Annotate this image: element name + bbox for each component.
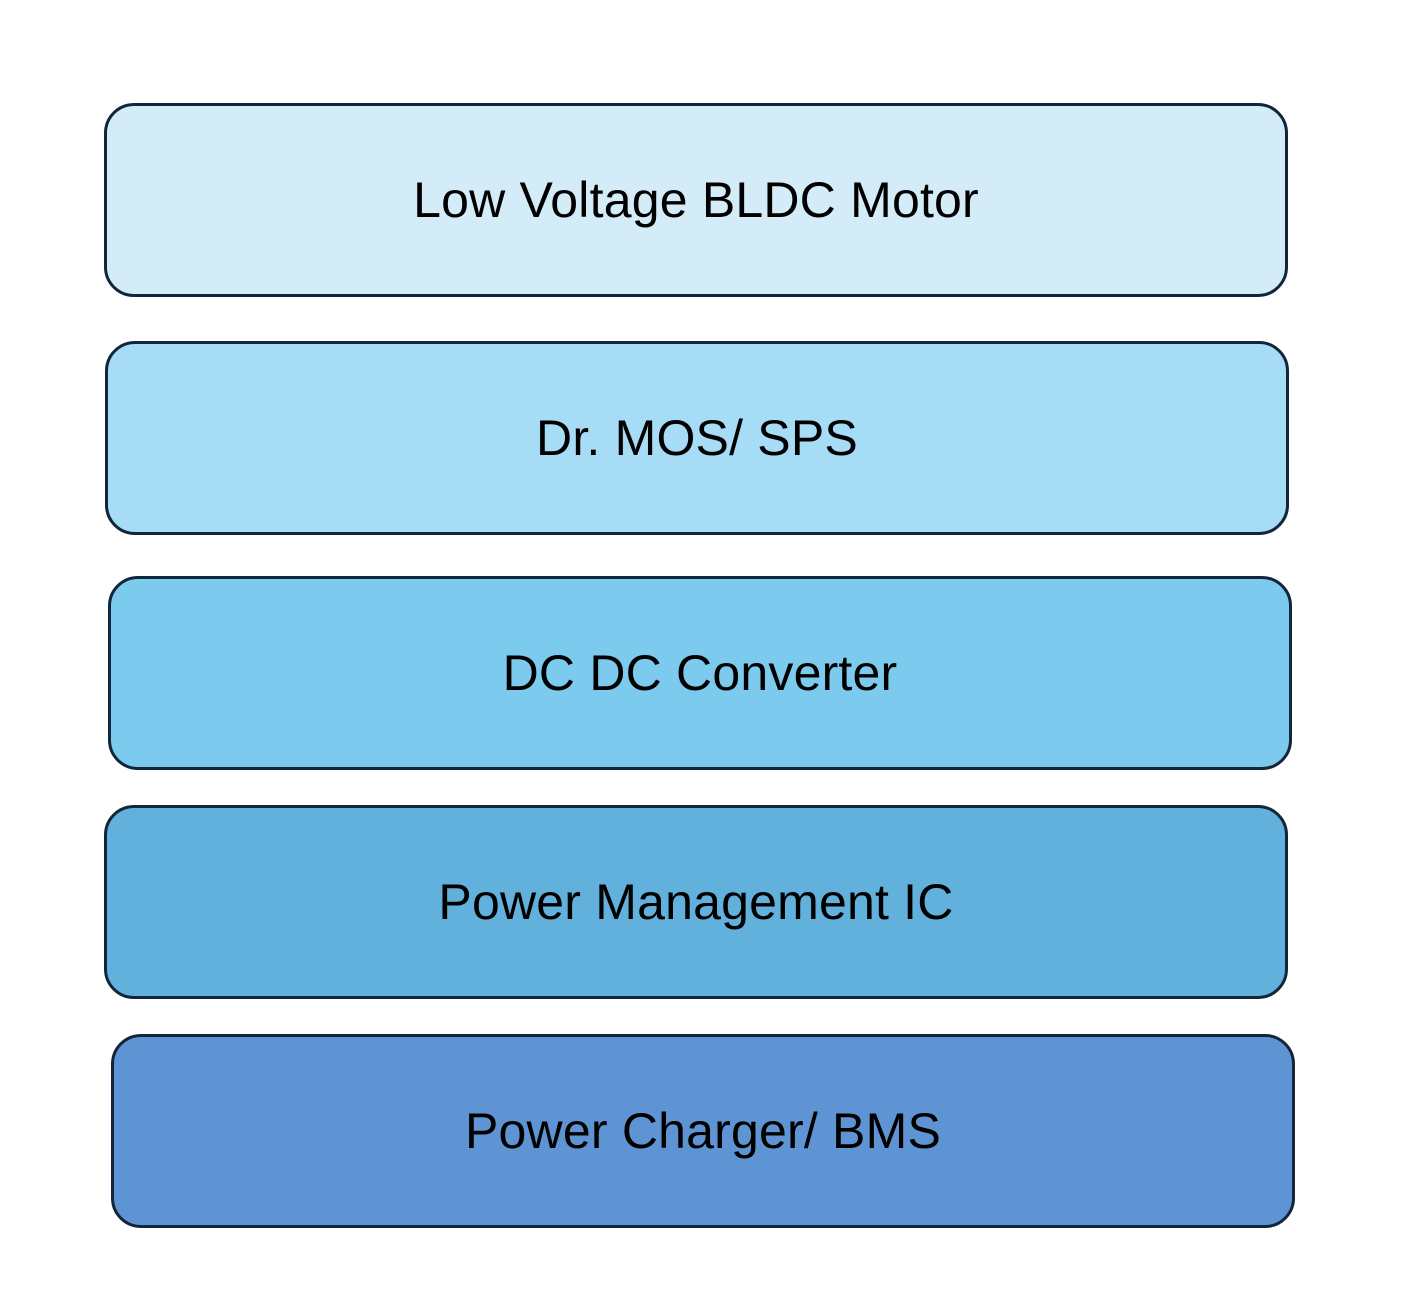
layer-label: Power Charger/ BMS (465, 1103, 941, 1159)
layer-power-management-ic: Power Management IC (104, 805, 1288, 999)
layer-dr-mos-sps: Dr. MOS/ SPS (105, 341, 1289, 535)
layer-low-voltage-bldc-motor: Low Voltage BLDC Motor (104, 103, 1288, 297)
layer-label: Dr. MOS/ SPS (536, 410, 858, 466)
layer-label: DC DC Converter (502, 645, 898, 701)
layer-label: Power Management IC (438, 874, 954, 930)
layer-label: Low Voltage BLDC Motor (413, 172, 979, 228)
layer-power-charger-bms: Power Charger/ BMS (111, 1034, 1295, 1228)
layer-dc-dc-converter: DC DC Converter (108, 576, 1292, 770)
